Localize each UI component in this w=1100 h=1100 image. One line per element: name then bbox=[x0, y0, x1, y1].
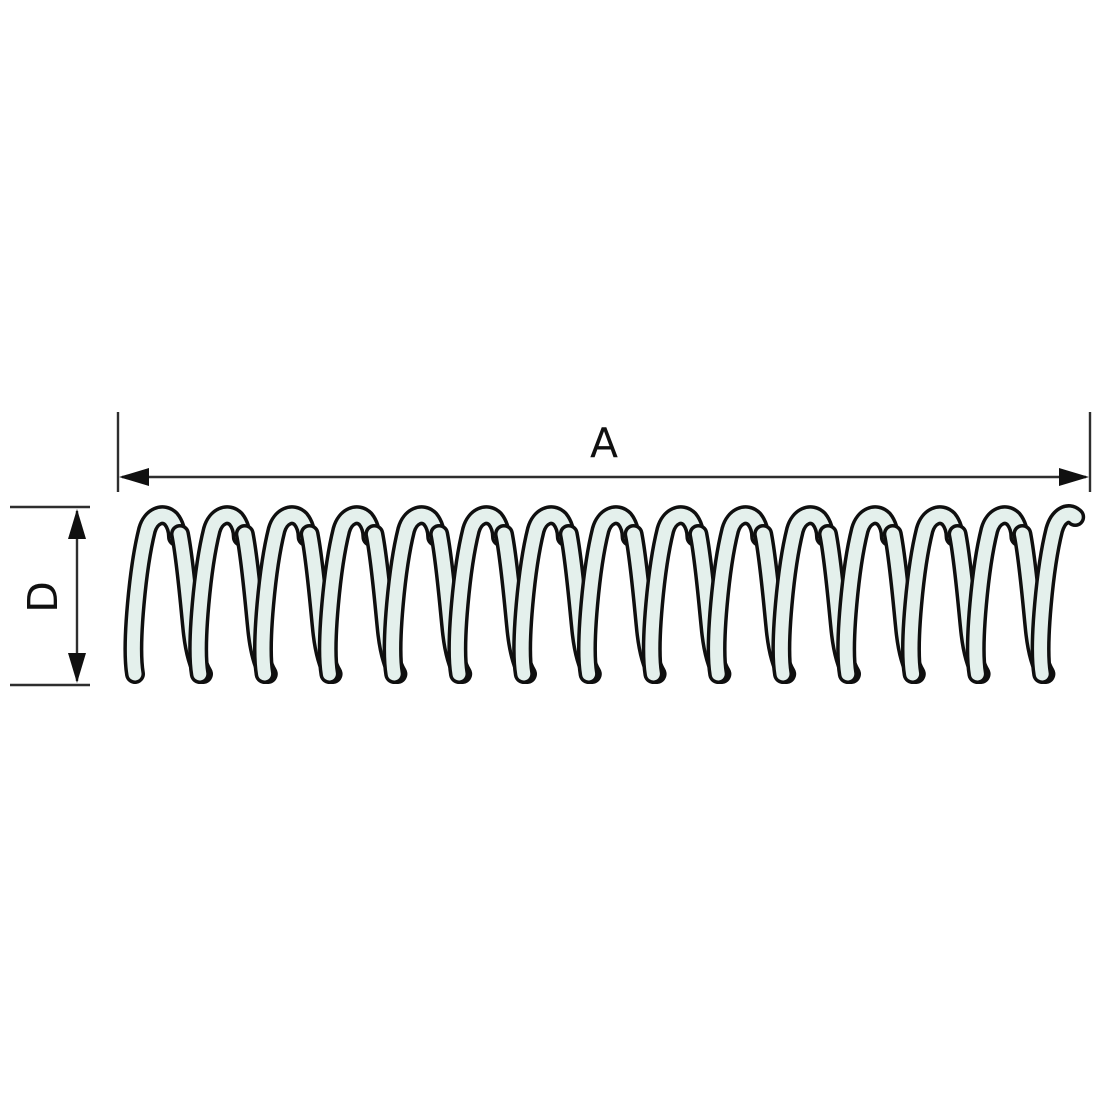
dimension-a: A bbox=[116, 412, 1092, 492]
coil-strand bbox=[1034, 507, 1082, 681]
dim-a-arrow-right-icon bbox=[1059, 468, 1089, 486]
dimension-d-label: D bbox=[19, 581, 67, 613]
dim-a-arrow-left-icon bbox=[119, 468, 149, 486]
spring-coils bbox=[123, 504, 1086, 684]
dimension-a-label: A bbox=[590, 419, 618, 467]
dim-d-arrow-up-icon bbox=[68, 509, 86, 539]
dim-d-arrow-down-icon bbox=[68, 653, 86, 683]
dimension-d: D bbox=[10, 505, 90, 687]
